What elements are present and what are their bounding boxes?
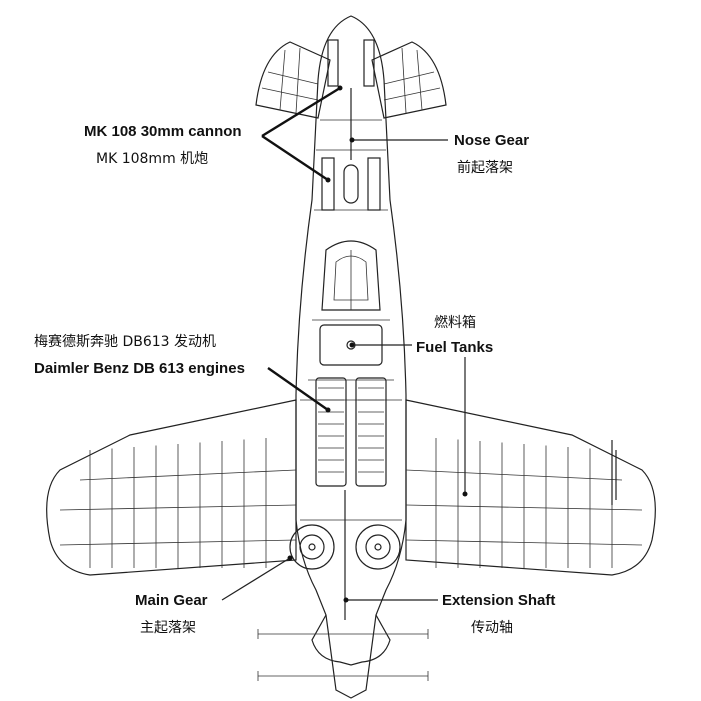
canard-wing-right [371, 41, 447, 119]
main-gear-label-cn: 主起落架 [140, 620, 196, 636]
cannon-label-en: MK 108 30mm cannon [84, 123, 242, 140]
main-wing-right [405, 399, 656, 576]
cockpit-canopy [321, 240, 381, 311]
dimension-lines [257, 629, 429, 681]
nose-gear-label-cn: 前起落架 [457, 159, 513, 176]
tail-fin [311, 614, 391, 666]
engine-block [315, 377, 387, 487]
labels: MK 108 30mm cannon MK 108mm 机炮 Nose Gear… [34, 123, 555, 636]
nose-gear-label-en: Nose Gear [454, 132, 529, 149]
cannon-label-cn: MK 108mm 机炮 [96, 151, 208, 167]
engine-label-cn: 梅赛德斯奔驰 DB613 发动机 [34, 334, 216, 350]
engine-label-en: Daimler Benz DB 613 engines [34, 360, 245, 377]
cannon-group [321, 39, 381, 211]
main-gear-label-en: Main Gear [135, 592, 208, 609]
extension-shaft-label-cn: 传动轴 [471, 620, 513, 636]
main-wing-left [46, 399, 297, 576]
fuel-tanks-label-en: Fuel Tanks [416, 339, 493, 356]
canard-wing [255, 41, 331, 119]
leader-lines [221, 85, 468, 603]
extension-shaft-label-en: Extension Shaft [442, 592, 555, 609]
main-gear-wheels [289, 524, 401, 570]
fuel-tanks-label-cn: 燃料箱 [434, 314, 476, 331]
fuselage [295, 15, 407, 699]
